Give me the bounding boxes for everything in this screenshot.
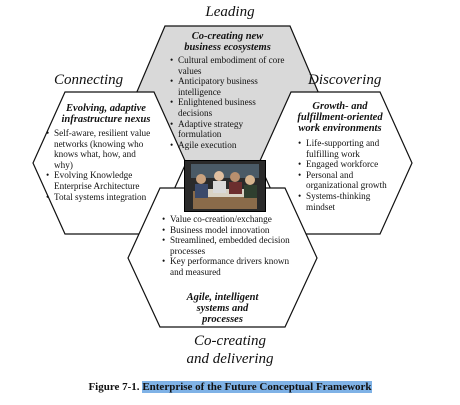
team-meeting-image xyxy=(185,161,265,211)
hex-top-title-line: Co-creating new xyxy=(191,31,264,42)
list-item: Personal and organizational growth xyxy=(298,170,398,191)
label-co-creating-line2: and delivering xyxy=(186,351,274,367)
list-item: Systems-thinking mindset xyxy=(298,191,398,212)
hex-right-title: Growth- and fulfillment-oriented work en… xyxy=(278,101,402,134)
hex-top-title-line: business ecosystems xyxy=(184,42,271,53)
hex-left-list: Self-aware, resilient value networks (kn… xyxy=(46,128,156,202)
list-item: Enlightened business decisions xyxy=(170,97,288,118)
label-discovering: Discovering xyxy=(308,72,382,88)
list-item: Adaptive strategy formulation xyxy=(170,119,288,140)
hex-left-title: Evolving, adaptive infrastructure nexus xyxy=(38,103,174,125)
label-co-creating-line1: Co-creating xyxy=(194,333,266,349)
hex-bottom-title-line: Agile, intelligent xyxy=(186,292,259,303)
hex-bottom-title: Agile, intelligent systems and processes xyxy=(160,292,285,325)
hex-top-title: Co-creating new business ecosystems xyxy=(160,31,295,53)
hex-left-title-line: Evolving, adaptive xyxy=(66,103,146,114)
list-item: Anticipatory business intelligence xyxy=(170,76,288,97)
hex-right-title-line: work environments xyxy=(298,123,382,134)
hex-left-title-line: infrastructure nexus xyxy=(61,114,151,125)
hex-right-list: Life-supporting and fulfilling work Enga… xyxy=(298,138,398,212)
list-item: Evolving Knowledge Enterprise Architectu… xyxy=(46,170,156,191)
hex-bottom-title-line: systems and xyxy=(196,303,249,314)
hex-bottom-list: Value co-creation/exchange Business mode… xyxy=(162,214,302,278)
team-meeting-photo xyxy=(184,160,266,212)
list-item: Life-supporting and fulfilling work xyxy=(298,138,398,159)
caption-prefix: Figure 7-1. xyxy=(88,381,140,393)
hex-top-list: Cultural embodiment of core values Antic… xyxy=(170,55,288,150)
hex-right-title-line: fulfillment-oriented xyxy=(297,112,383,123)
label-connecting: Connecting xyxy=(54,72,124,88)
label-co-creating: Co-creating and delivering xyxy=(0,332,460,368)
hex-bottom-title-line: processes xyxy=(202,314,243,325)
list-item: Agile execution xyxy=(170,140,288,151)
list-item: Key performance drivers known and measur… xyxy=(162,256,302,277)
list-item: Self-aware, resilient value networks (kn… xyxy=(46,128,156,170)
list-item: Streamlined, embedded decision processes xyxy=(162,235,302,256)
list-item: Business model innovation xyxy=(162,225,302,236)
list-item: Value co-creation/exchange xyxy=(162,214,302,225)
figure-caption: Figure 7-1. Enterprise of the Future Con… xyxy=(0,381,460,393)
hex-right-title-line: Growth- and xyxy=(312,101,368,112)
caption-highlight: Enterprise of the Future Conceptual Fram… xyxy=(142,381,372,393)
list-item: Cultural embodiment of core values xyxy=(170,55,288,76)
list-item: Engaged workforce xyxy=(298,159,398,170)
list-item: Total systems integration xyxy=(46,192,156,203)
label-leading: Leading xyxy=(205,4,255,20)
